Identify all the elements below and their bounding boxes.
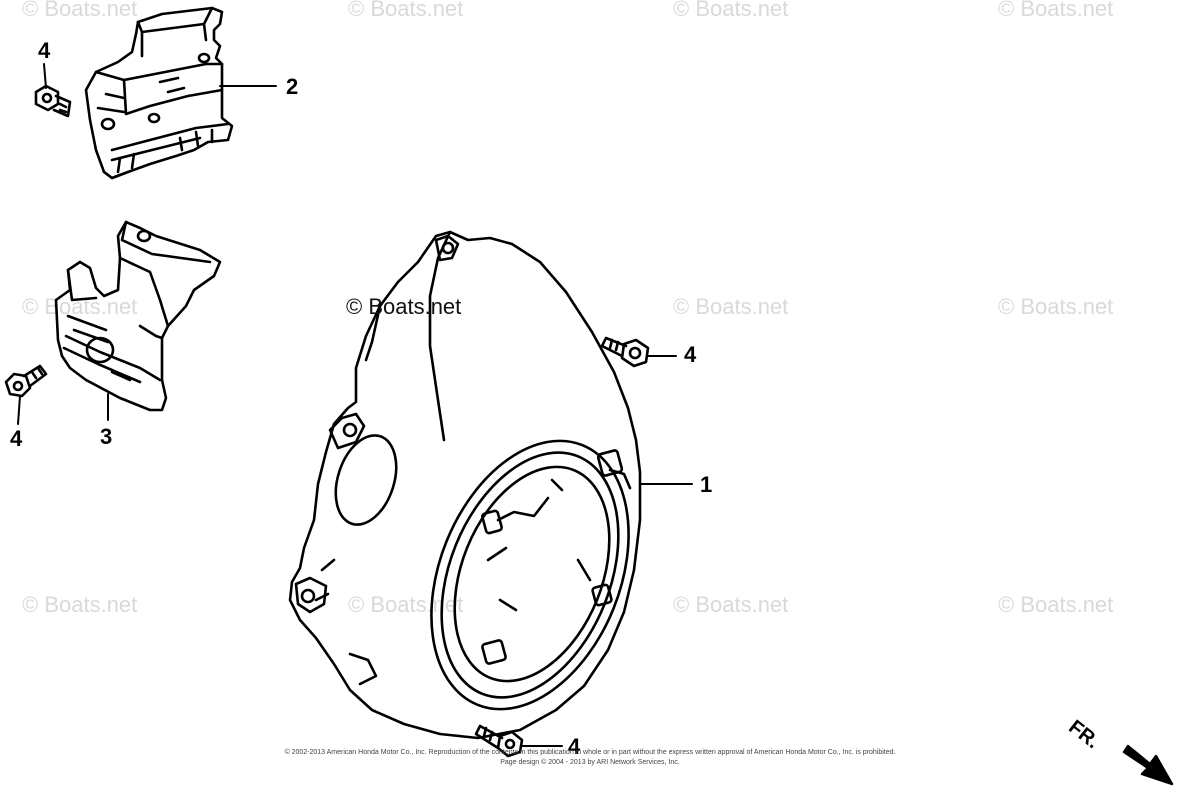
copyright-notice: © 2002-2013 American Honda Motor Co., In… [150, 748, 1030, 768]
bolt-bottom[interactable] [474, 724, 524, 758]
watermark-dark: © Boats.net [346, 294, 462, 319]
part-2-bracket[interactable] [84, 6, 234, 180]
leader-line [43, 63, 47, 89]
watermark: © Boats.net [673, 592, 789, 617]
watermark: © Boats.net [348, 592, 464, 617]
watermark: © Boats.net [22, 294, 138, 319]
callout-part-4[interactable]: 4 [568, 734, 581, 759]
callout-part-4[interactable]: 4 [684, 342, 697, 367]
watermark: © Boats.net [673, 294, 789, 319]
part-1-fan-cover[interactable] [288, 230, 666, 740]
callout-part-4[interactable]: 4 [38, 38, 51, 63]
callout-part-4[interactable]: 4 [10, 426, 23, 451]
watermark: © Boats.net [998, 0, 1114, 21]
watermark: © Boats.net [998, 592, 1114, 617]
front-direction-arrow [1122, 744, 1174, 786]
callout-part-2[interactable]: 2 [286, 74, 299, 99]
part-3-plate[interactable] [54, 220, 222, 412]
watermark: © Boats.net [348, 0, 464, 21]
watermark: © Boats.net [22, 592, 138, 617]
leader-line [17, 395, 21, 425]
watermark: © Boats.net [22, 0, 138, 21]
bolt-middle-left[interactable] [4, 364, 48, 398]
watermark: © Boats.net [998, 294, 1114, 319]
bolt-top-left[interactable] [34, 84, 72, 118]
bolt-right[interactable] [600, 336, 650, 368]
callout-part-3[interactable]: 3 [100, 424, 113, 449]
callout-part-1[interactable]: 1 [700, 472, 713, 497]
watermark: © Boats.net [673, 0, 789, 21]
copyright-line: Page design © 2004 - 2013 by ARI Network… [500, 759, 680, 766]
copyright-line: © 2002-2013 American Honda Motor Co., In… [284, 749, 896, 756]
